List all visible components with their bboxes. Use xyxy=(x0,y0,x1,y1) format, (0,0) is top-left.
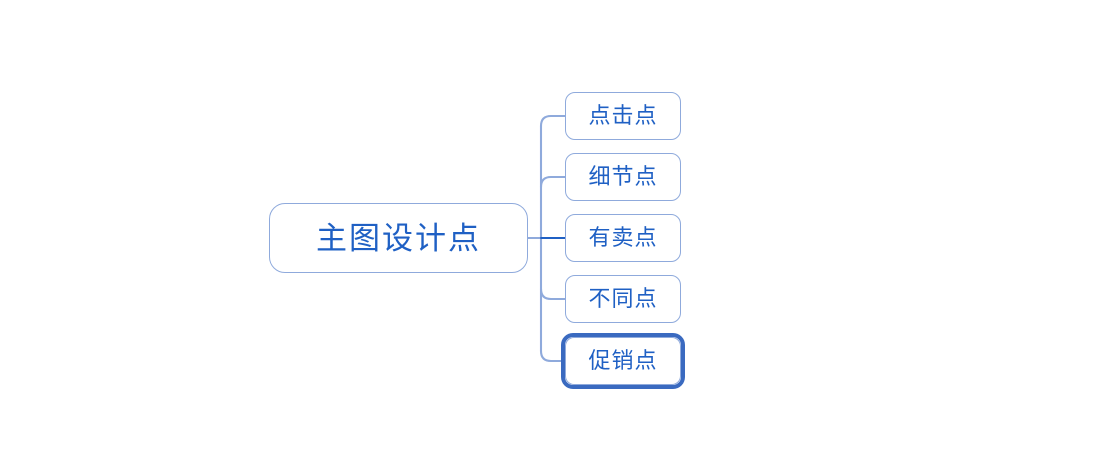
mindmap-branch-node-5-selected[interactable]: 促销点 xyxy=(561,333,685,389)
mindmap-branch-label-3: 有卖点 xyxy=(588,225,658,250)
mindmap-branch-node-2[interactable]: 细节点 xyxy=(565,153,681,201)
mindmap-branch-label-1: 点击点 xyxy=(588,103,658,128)
mindmap-root-node[interactable]: 主图设计点 xyxy=(269,203,528,273)
mindmap-branch-label-2: 细节点 xyxy=(588,164,658,189)
connector-branch-1 xyxy=(539,175,567,189)
mindmap-root-label: 主图设计点 xyxy=(316,220,481,256)
mindmap-branch-label-4: 不同点 xyxy=(588,286,658,311)
mindmap-branch-node-4[interactable]: 不同点 xyxy=(565,275,681,323)
mindmap-branch-node-5-inner: 促销点 xyxy=(565,337,681,385)
mindmap-branch-label-5: 促销点 xyxy=(588,348,658,373)
connector-branch-3 xyxy=(539,287,567,301)
connector-branch-0 xyxy=(539,114,567,128)
mindmap-branch-node-3[interactable]: 有卖点 xyxy=(565,214,681,262)
mindmap-branch-node-1[interactable]: 点击点 xyxy=(565,92,681,140)
